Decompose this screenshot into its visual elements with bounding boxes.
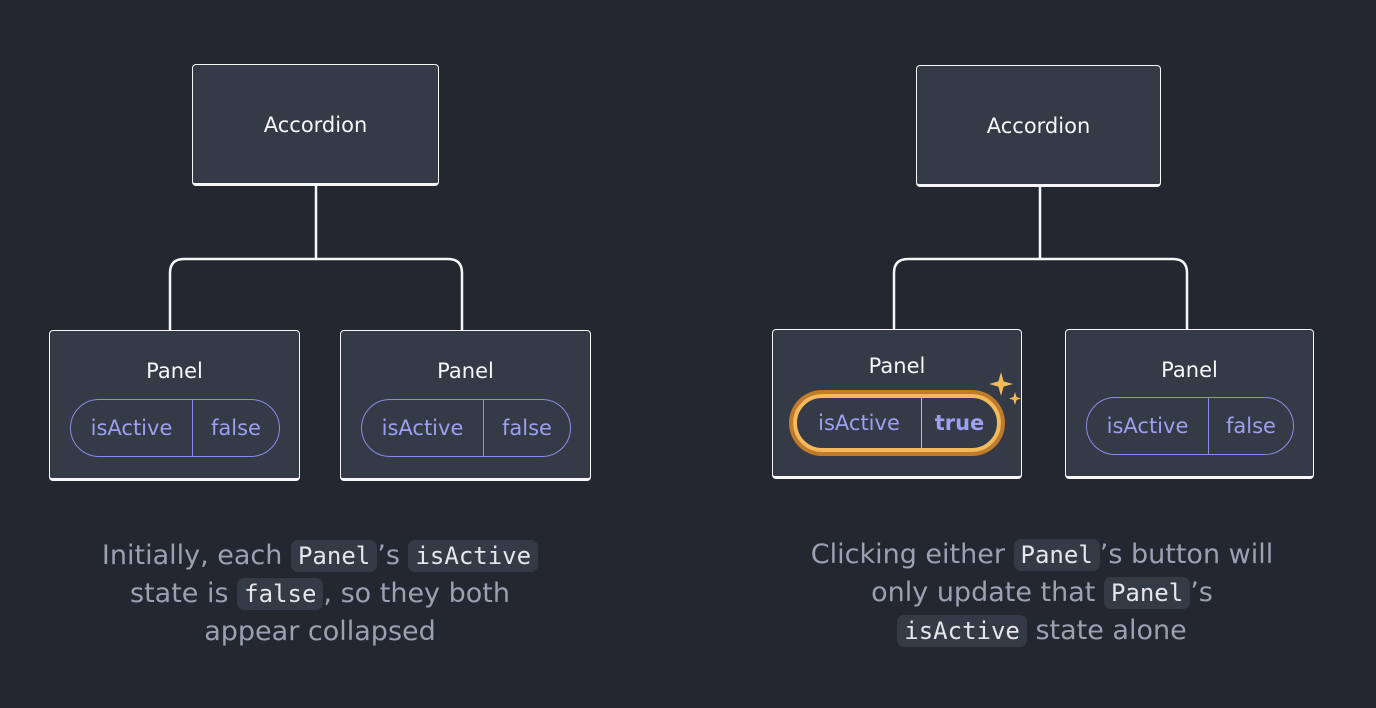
- caption-line-1: Initially, each Panel’s isActive: [20, 537, 620, 575]
- left-accordion-node: Accordion: [192, 64, 439, 186]
- sparkle-icon: [989, 372, 1021, 405]
- panel-label: Panel: [146, 359, 203, 383]
- code-false: false: [237, 578, 324, 610]
- code-panel: Panel: [1013, 539, 1100, 571]
- state-pill-highlighted: isActive true: [793, 394, 1001, 452]
- code-isactive: isActive: [408, 540, 539, 572]
- caption-line-3: appear collapsed: [204, 616, 436, 647]
- accordion-label: Accordion: [263, 113, 368, 137]
- left-caption: Initially, each Panel’s isActive state i…: [20, 537, 620, 651]
- state-pill: isActive false: [361, 399, 571, 457]
- left-tree-connector: [168, 185, 464, 331]
- panel-label: Panel: [1161, 358, 1218, 382]
- state-pill: isActive false: [1086, 397, 1294, 455]
- right-panel-1-active: Panel isActive true: [772, 329, 1022, 479]
- state-key: isActive: [797, 398, 922, 448]
- state-key: isActive: [1087, 398, 1209, 454]
- caption-line-2: only update that Panel’s: [871, 577, 1213, 609]
- code-panel: Panel: [290, 540, 378, 572]
- code-isactive: isActive: [897, 615, 1027, 647]
- state-key: isActive: [71, 400, 193, 456]
- panel-label: Panel: [868, 354, 926, 378]
- accordion-label: Accordion: [986, 114, 1091, 138]
- state-pill: isActive false: [70, 399, 280, 457]
- caption-line-3: isActive state alone: [742, 612, 1342, 650]
- state-value: false: [502, 416, 552, 440]
- caption-line-1: Clicking either Panel’s button will: [810, 539, 1274, 571]
- caption-line-2: state is false, so they both: [130, 578, 510, 610]
- state-value: false: [211, 416, 261, 440]
- panel-label: Panel: [437, 359, 494, 383]
- state-key: isActive: [362, 400, 484, 456]
- left-panel-1: Panel isActive false: [49, 330, 300, 481]
- left-panel-2: Panel isActive false: [340, 330, 591, 481]
- code-panel: Panel: [1103, 577, 1191, 609]
- state-value: false: [1226, 414, 1276, 438]
- right-tree-connector: [892, 186, 1189, 330]
- right-panel-2: Panel isActive false: [1065, 329, 1314, 479]
- right-accordion-node: Accordion: [916, 65, 1161, 187]
- right-caption: Clicking either Panel’s button will only…: [742, 536, 1342, 650]
- state-value: true: [934, 411, 985, 435]
